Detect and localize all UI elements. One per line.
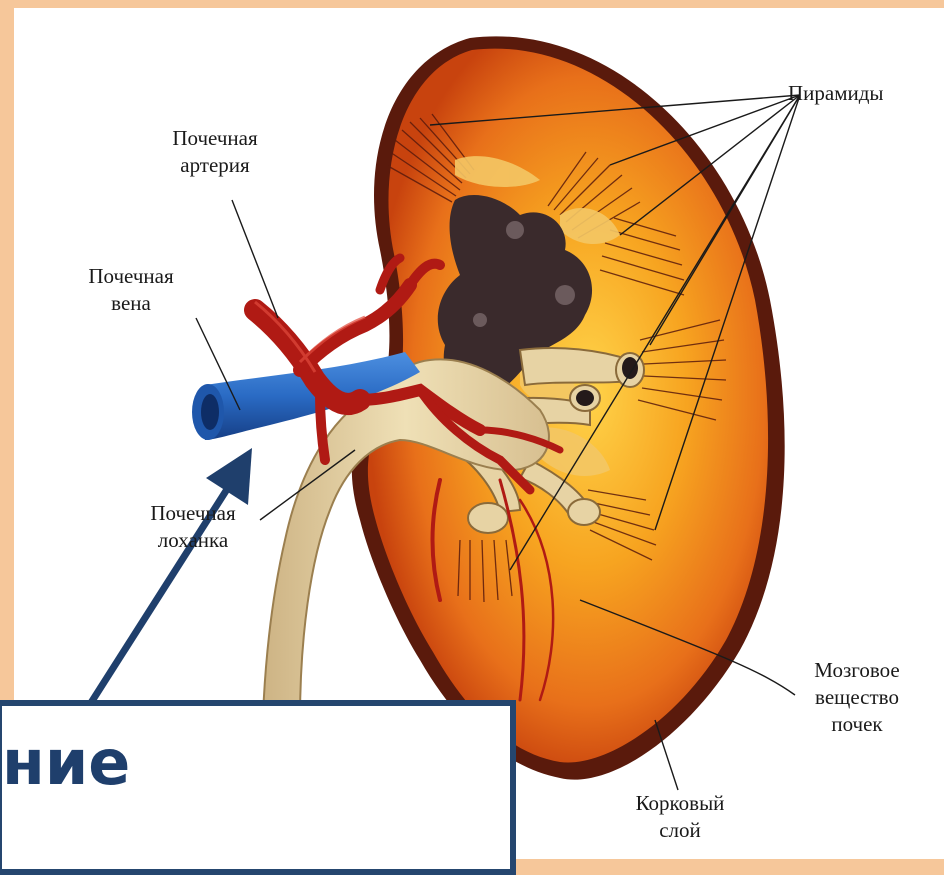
label-medulla: Мозговое вещество почек xyxy=(782,657,932,738)
label-line-1: Почечная xyxy=(130,125,300,152)
label-line-1: Корковый xyxy=(600,790,760,817)
label-renal-artery: Почечная артерия xyxy=(130,125,300,179)
pointer-arrow xyxy=(80,448,252,720)
label-renal-vein: Почечная вена xyxy=(46,263,216,317)
callout-box: ние xyxy=(0,700,516,875)
label-renal-pelvis: Почечная лоханка xyxy=(108,500,278,554)
label-line-2: лоханка xyxy=(108,527,278,554)
label-pyramids: Пирамиды xyxy=(788,80,938,107)
label-line-1: Почечная xyxy=(108,500,278,527)
label-line-3: почек xyxy=(782,711,932,738)
label-line-2: вена xyxy=(46,290,216,317)
label-pyramids-text: Пирамиды xyxy=(788,80,938,107)
label-line-1: Мозговое xyxy=(782,657,932,684)
label-line-2: артерия xyxy=(130,152,300,179)
label-line-1: Почечная xyxy=(46,263,216,290)
label-cortex: Корковый слой xyxy=(600,790,760,844)
label-line-2: слой xyxy=(600,817,760,844)
label-line-2: вещество xyxy=(782,684,932,711)
callout-text: ние xyxy=(2,728,130,798)
